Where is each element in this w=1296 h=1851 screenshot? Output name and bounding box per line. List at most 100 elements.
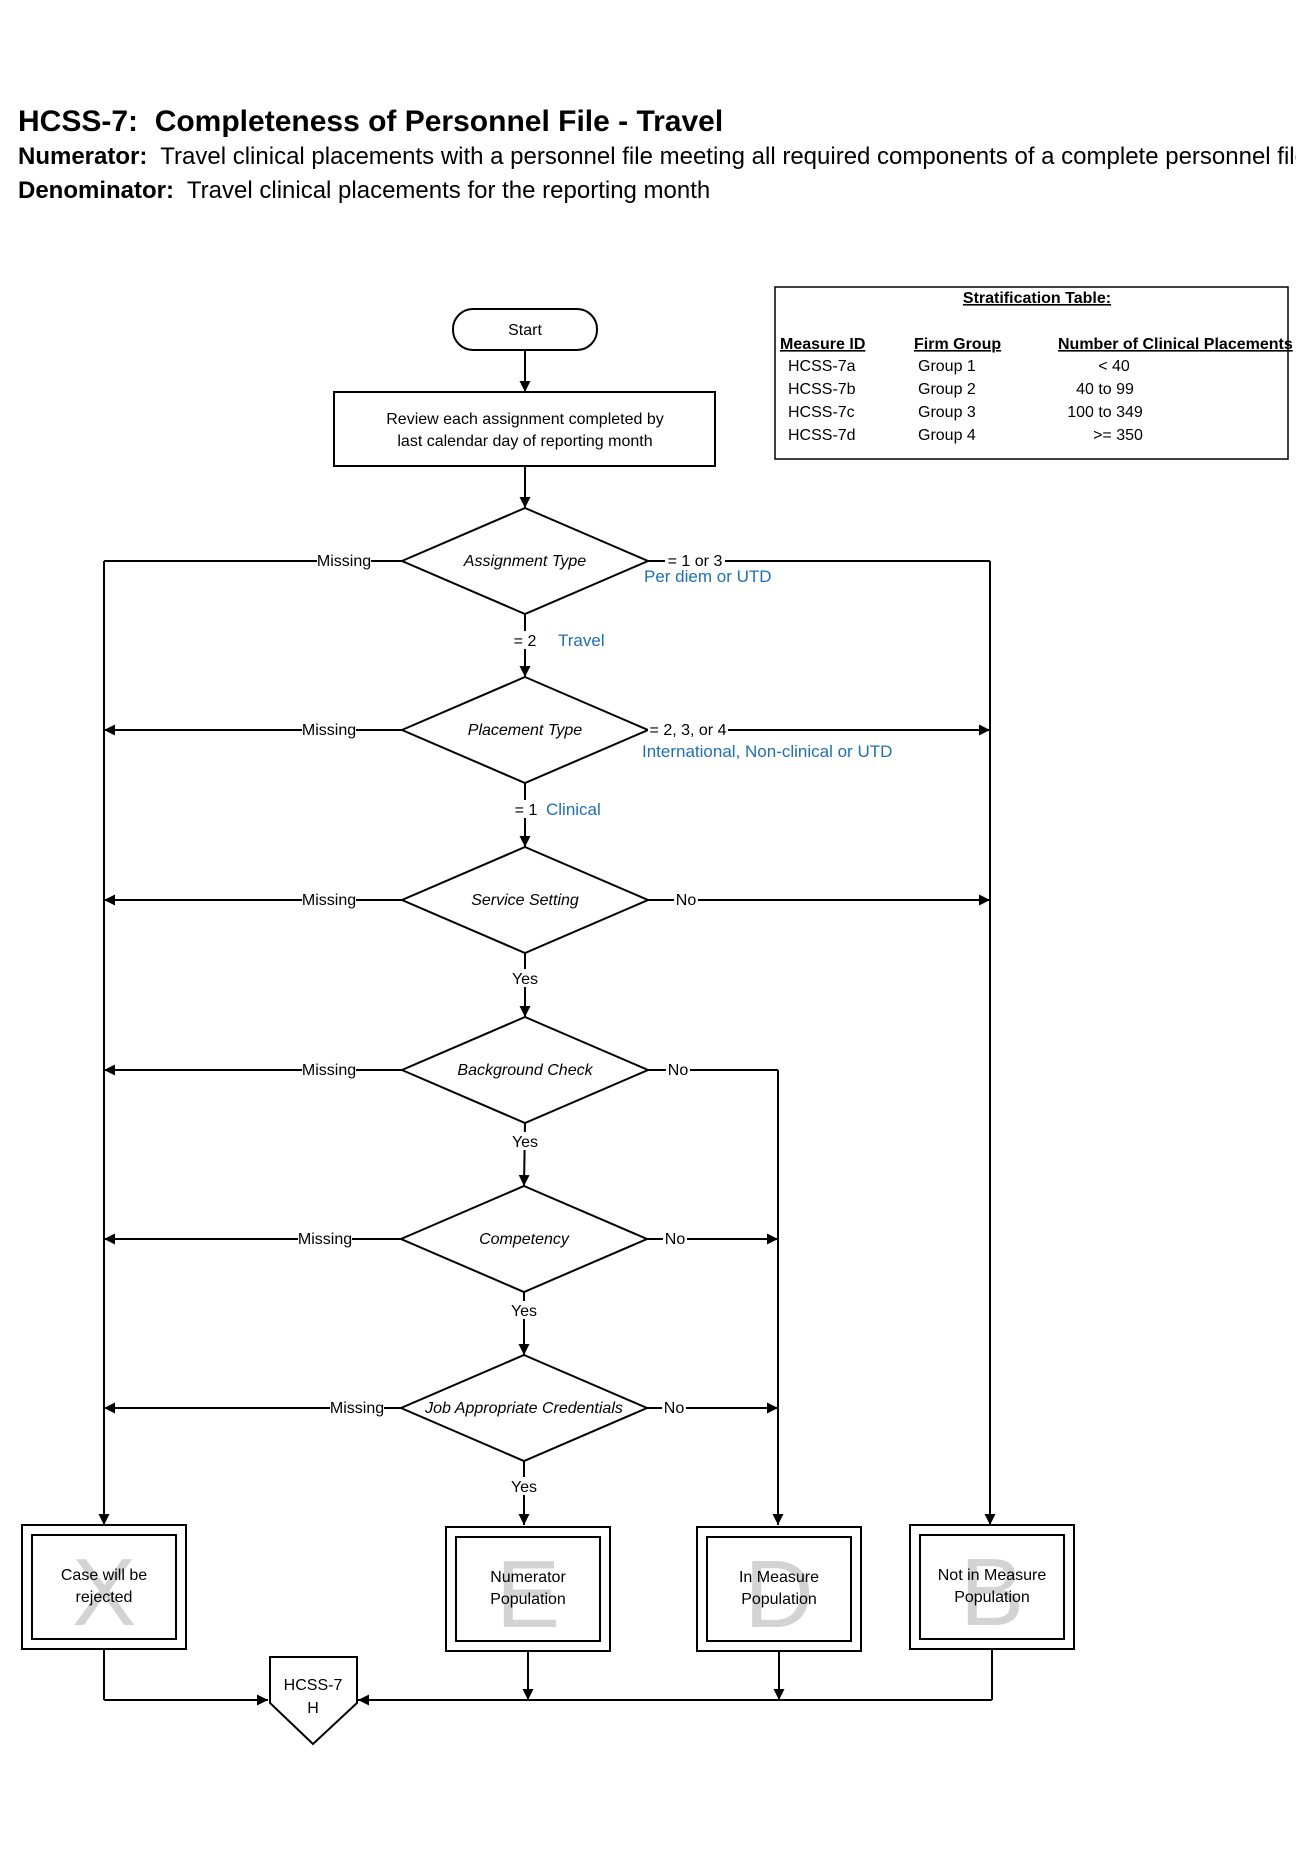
table-cell: Group 4 xyxy=(918,427,976,444)
denominator-text: Travel clinical placements for the repor… xyxy=(186,177,711,204)
review-process-box xyxy=(333,391,716,467)
yes-label: Yes xyxy=(511,1479,537,1496)
label-mask xyxy=(663,1229,687,1247)
denominator-label: Denominator: xyxy=(18,177,174,204)
eq-2-label: = 2 xyxy=(514,633,537,650)
table-cell: Group 1 xyxy=(918,358,976,375)
table-cell: Group 2 xyxy=(918,381,976,398)
label-mask xyxy=(298,1229,352,1247)
label-mask xyxy=(509,800,543,818)
yes-label: Yes xyxy=(511,1303,537,1320)
review-text-line2: last calendar day of reporting month xyxy=(397,433,652,450)
denominator-definition: Denominator: Travel clinical placements … xyxy=(18,174,1288,208)
label-mask xyxy=(330,1398,384,1416)
label-mask xyxy=(665,551,725,569)
outcome-inner-border xyxy=(455,1536,601,1642)
outcome-inner-border xyxy=(919,1534,1065,1640)
outcome-text-line2: rejected xyxy=(76,1589,133,1606)
no-label: No xyxy=(668,1062,689,1079)
label-mask xyxy=(317,551,371,569)
eq-1-or-3-label: = 1 or 3 xyxy=(668,553,723,570)
col-header-measure-id: Measure ID xyxy=(780,336,865,353)
label-mask xyxy=(674,890,698,908)
label-mask xyxy=(302,890,356,908)
table-cell: 100 to 349 xyxy=(1067,404,1143,421)
decision-label: Job Appropriate Credentials xyxy=(424,1400,623,1417)
connector-text-line1: HCSS-7 xyxy=(284,1677,343,1694)
clinical-label: Clinical xyxy=(546,800,601,819)
label-mask xyxy=(302,720,356,738)
label-mask xyxy=(509,1132,541,1150)
table-cell: HCSS-7d xyxy=(788,427,856,444)
international-label: International, Non-clinical or UTD xyxy=(642,742,892,761)
table-cell: HCSS-7c xyxy=(788,404,855,421)
stratification-table: Stratification Table: Measure ID Firm Gr… xyxy=(774,286,1293,460)
measure-code: HCSS-7: xyxy=(18,105,139,138)
label-mask xyxy=(648,720,728,738)
outcome-letter-x: X xyxy=(72,1539,136,1646)
outcome-text-line1: Case will be xyxy=(61,1567,147,1584)
connector-text-line2: H xyxy=(307,1700,319,1717)
decision-label: Competency xyxy=(479,1231,570,1248)
yes-label: Yes xyxy=(512,971,538,988)
page-header: HCSS-7: Completeness of Personnel File -… xyxy=(18,104,1296,208)
decision-label: Assignment Type xyxy=(463,553,587,570)
off-page-connector xyxy=(269,1656,358,1746)
outcome-letter-e: E xyxy=(496,1541,560,1648)
measure-title: Completeness of Personnel File - Travel xyxy=(154,105,724,138)
per-diem-label: Per diem or UTD xyxy=(644,567,772,586)
stratification-table-title: Stratification Table: xyxy=(963,290,1111,307)
label-mask xyxy=(508,1301,540,1319)
outcome-letter-b: B xyxy=(960,1539,1024,1646)
numerator-label: Numerator: xyxy=(18,143,148,170)
outcome-not-in-measure-population: B Not in Measure Population xyxy=(909,1524,1075,1650)
no-label: No xyxy=(676,892,697,909)
label-mask xyxy=(508,1477,540,1495)
outcome-text-line1: Numerator xyxy=(490,1569,566,1586)
col-header-firm-group: Firm Group xyxy=(914,336,1001,353)
label-mask xyxy=(509,969,541,987)
outcome-text-line2: Population xyxy=(741,1591,817,1608)
start-label: Start xyxy=(508,322,542,339)
numerator-text: Travel clinical placements with a person… xyxy=(160,143,1296,170)
no-label: No xyxy=(664,1400,685,1417)
outcome-text-line1: In Measure xyxy=(739,1569,819,1586)
page-title: HCSS-7: Completeness of Personnel File -… xyxy=(18,104,1288,140)
decision-label: Background Check xyxy=(457,1062,593,1079)
outcome-numerator-population: E Numerator Population xyxy=(445,1526,611,1652)
missing-label: Missing xyxy=(302,1062,356,1079)
outcome-text-line1: Not in Measure xyxy=(938,1567,1047,1584)
missing-label: Missing xyxy=(330,1400,384,1417)
missing-label: Missing xyxy=(302,892,356,909)
table-cell: >= 350 xyxy=(1093,427,1143,444)
decision-label: Service Setting xyxy=(471,892,579,909)
decision-label: Placement Type xyxy=(468,722,583,739)
outcome-case-rejected: X Case will be rejected xyxy=(21,1524,187,1650)
yes-label: Yes xyxy=(512,1134,538,1151)
eq-234-label: = 2, 3, or 4 xyxy=(650,722,727,739)
table-cell: 40 to 99 xyxy=(1076,381,1134,398)
label-mask xyxy=(508,631,544,649)
outcome-text-line2: Population xyxy=(954,1589,1030,1606)
label-mask xyxy=(662,1398,686,1416)
table-cell: < 40 xyxy=(1098,358,1130,375)
travel-label: Travel xyxy=(558,631,605,650)
label-mask xyxy=(302,1060,356,1078)
missing-label: Missing xyxy=(317,553,371,570)
outcome-letter-d: D xyxy=(744,1541,813,1648)
missing-label: Missing xyxy=(298,1231,352,1248)
table-cell: HCSS-7a xyxy=(788,358,856,375)
col-header-placements: Number of Clinical Placements xyxy=(1058,336,1293,353)
outcome-text-line2: Population xyxy=(490,1591,566,1608)
numerator-definition: Numerator: Travel clinical placements wi… xyxy=(18,140,1296,174)
review-text-line1: Review each assignment completed by xyxy=(386,411,663,428)
table-cell: HCSS-7b xyxy=(788,381,856,398)
outcome-inner-border xyxy=(31,1534,177,1640)
outcome-inner-border xyxy=(706,1536,852,1642)
stratification-table-border xyxy=(774,286,1289,460)
table-cell: Group 3 xyxy=(918,404,976,421)
eq-1-label: = 1 xyxy=(515,802,538,819)
no-label: No xyxy=(665,1231,686,1248)
missing-label: Missing xyxy=(302,722,356,739)
